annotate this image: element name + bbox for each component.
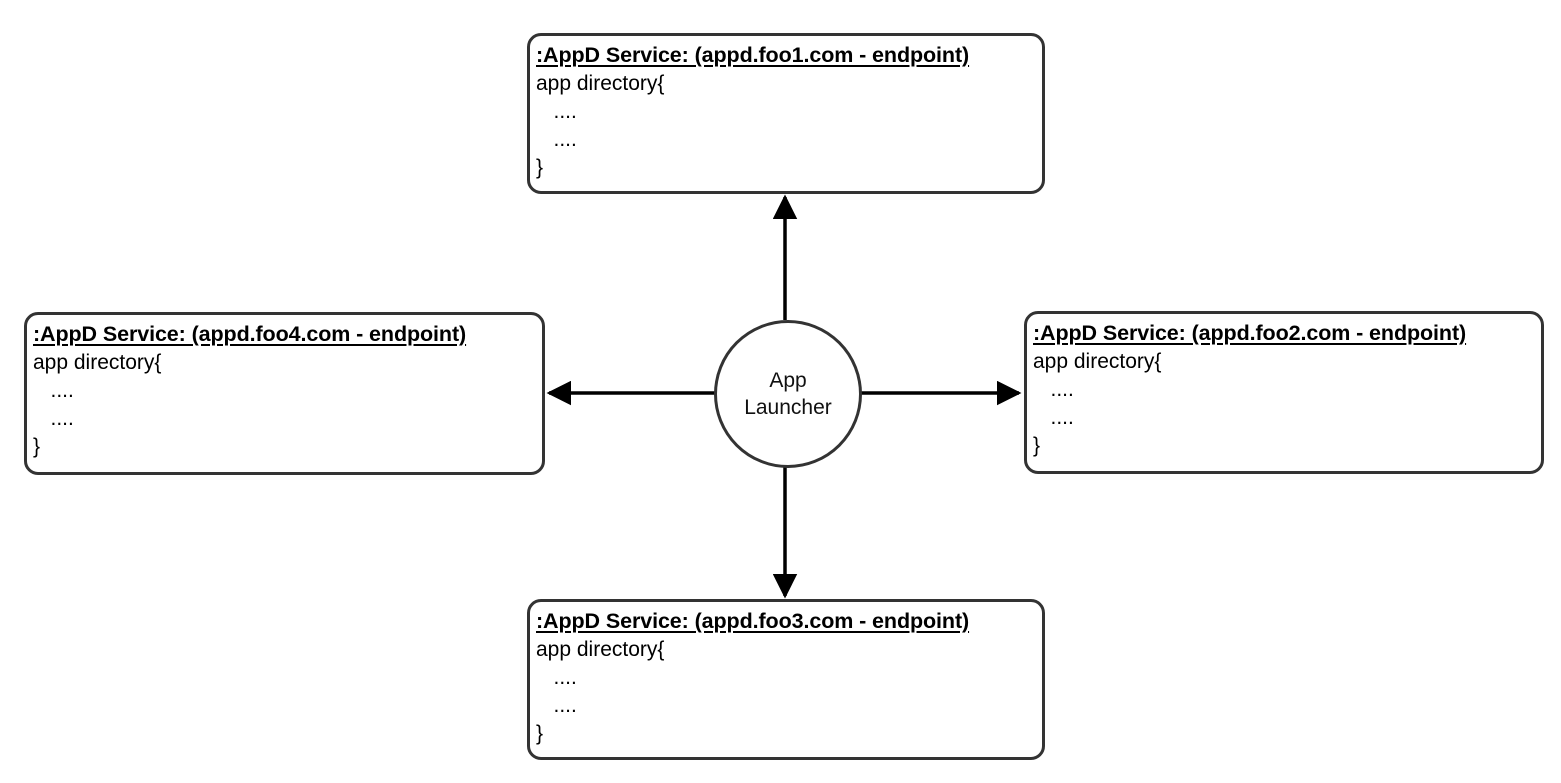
body-line: app directory{ [33,351,162,375]
service-node-title: :AppD Service: (appd.foo2.com - endpoint… [1033,321,1467,345]
body-line: app directory{ [536,638,665,662]
app-launcher-label-line1: App [769,368,807,392]
app-launcher-node[interactable]: App Launcher [714,320,862,468]
body-line: } [1033,434,1041,458]
service-node-body: app directory{ .... .... } [27,347,542,461]
service-node-body: app directory{ .... .... } [1027,346,1541,460]
body-line: .... [1033,378,1074,402]
service-node-body: app directory{ .... .... } [530,68,1042,182]
body-line: } [33,435,41,459]
service-node-appd-foo1[interactable]: :AppD Service: (appd.foo1.com - endpoint… [527,33,1045,194]
body-line: app directory{ [1033,350,1162,374]
body-line: .... [33,379,74,403]
body-line: .... [536,100,577,124]
body-line: .... [1033,406,1074,430]
service-node-title: :AppD Service: (appd.foo4.com - endpoint… [33,322,467,346]
service-node-title: :AppD Service: (appd.foo1.com - endpoint… [536,43,970,67]
service-node-title: :AppD Service: (appd.foo3.com - endpoint… [536,609,970,633]
body-line: } [536,156,544,180]
body-line: .... [536,128,577,152]
body-line: } [536,722,544,746]
app-launcher-label-line2: Launcher [744,396,832,419]
body-line: .... [33,407,74,431]
body-line: app directory{ [536,72,665,96]
service-node-body: app directory{ .... .... } [530,634,1042,748]
body-line: .... [536,694,577,718]
body-line: .... [536,666,577,690]
service-node-appd-foo4[interactable]: :AppD Service: (appd.foo4.com - endpoint… [24,312,545,475]
service-node-appd-foo2[interactable]: :AppD Service: (appd.foo2.com - endpoint… [1024,311,1544,474]
service-node-appd-foo3[interactable]: :AppD Service: (appd.foo3.com - endpoint… [527,599,1045,760]
